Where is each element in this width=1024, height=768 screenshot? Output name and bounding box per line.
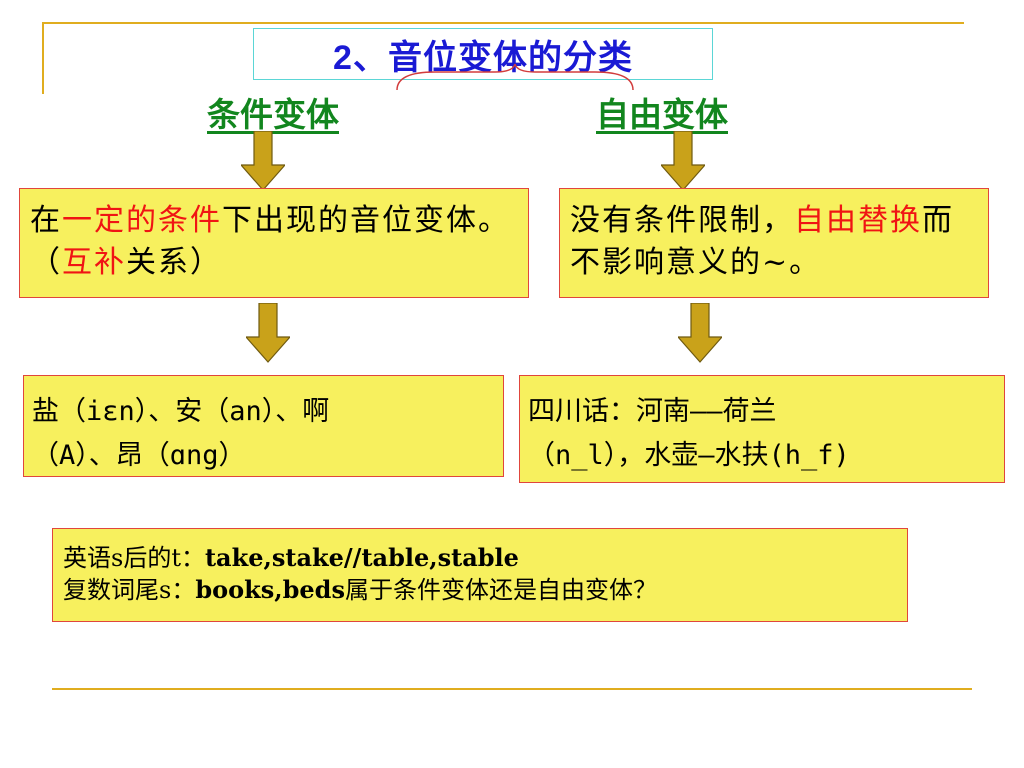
question-line: 复数词尾s：books,beds属于条件变体还是自由变体？ xyxy=(63,574,897,606)
question-box: 英语s后的t：take,stake//table,stable 复数词尾s：bo… xyxy=(52,528,908,622)
frame-bottom-line xyxy=(52,688,972,690)
question-line: 英语s后的t：take,stake//table,stable xyxy=(63,542,897,574)
example-line: （A）、昂（ɑng） xyxy=(32,440,246,471)
example-box-free: 四川话：河南——荷兰 （n_l），水壶—水扶(h_f) xyxy=(519,375,1005,483)
question-words: take,stake//table,stable xyxy=(204,543,519,572)
definition-text: 而不影响意义的~。 xyxy=(570,203,954,280)
question-label: 复数词尾s： xyxy=(63,576,196,604)
definition-text: 下出现的音位变体。（ xyxy=(30,203,510,280)
definition-text: 在 xyxy=(30,203,62,238)
category-free-variant: 自由变体 xyxy=(596,96,728,133)
example-line: （n_l），水壶—水扶(h_f) xyxy=(528,440,850,471)
example-box-conditional: 盐（iɛn）、安（an）、啊 （A）、昂（ɑng） xyxy=(23,375,504,477)
brace-connector xyxy=(396,63,634,91)
down-arrow-icon xyxy=(678,303,722,363)
highlight-text: 一定的条件 xyxy=(62,203,222,238)
highlight-text: 互补 xyxy=(62,245,126,280)
definition-text: 没有条件限制， xyxy=(570,203,794,238)
down-arrow-icon xyxy=(241,131,285,191)
question-text: 属于条件变体还是自由变体？ xyxy=(344,576,657,604)
example-line: 四川话：河南——荷兰 xyxy=(528,396,777,427)
frame-top-line xyxy=(42,22,964,24)
example-line: 盐（iɛn）、安（an）、啊 xyxy=(32,396,330,427)
definition-text: 关系） xyxy=(126,245,222,280)
question-words: books,beds xyxy=(195,575,345,604)
category-conditional-variant: 条件变体 xyxy=(207,96,339,133)
question-label: 英语s后的t： xyxy=(63,544,205,572)
page-title: 2、音位变体的分类 xyxy=(333,38,633,77)
definition-box-conditional: 在一定的条件下出现的音位变体。（互补关系） xyxy=(19,188,529,298)
definition-box-free: 没有条件限制，自由替换而不影响意义的~。 xyxy=(559,188,989,298)
highlight-text: 自由替换 xyxy=(794,203,922,238)
down-arrow-icon xyxy=(661,131,705,191)
down-arrow-icon xyxy=(246,303,290,363)
frame-left-line xyxy=(42,22,44,94)
